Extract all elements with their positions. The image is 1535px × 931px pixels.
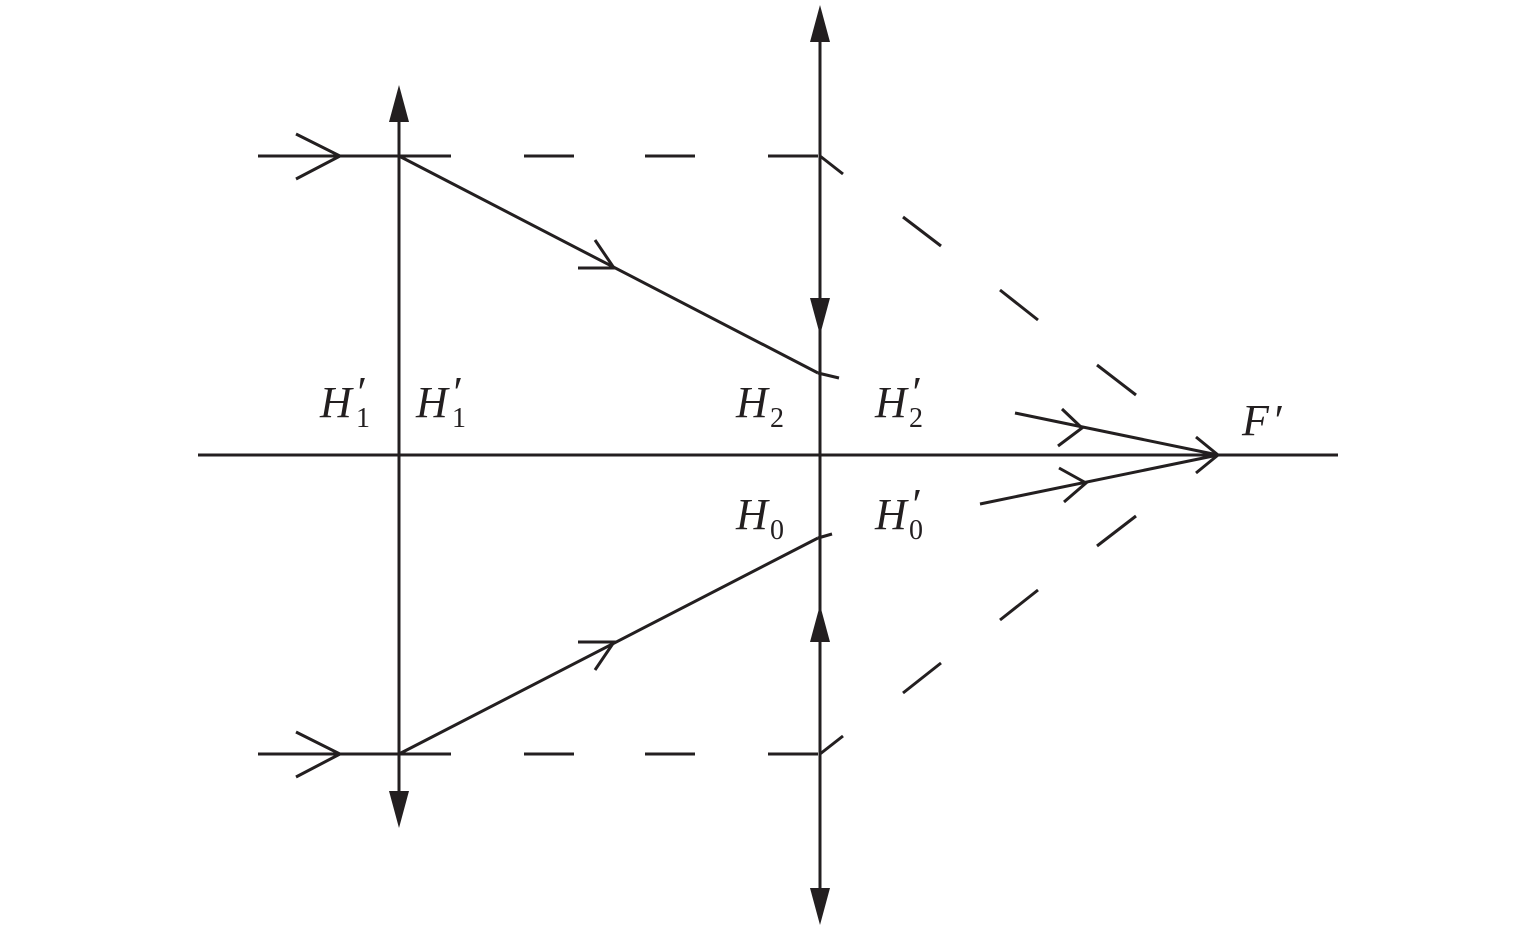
lower-incoming-ray: [258, 730, 451, 779]
upper-incoming-ray: [258, 132, 451, 181]
upper-incoming-chevron: [295, 132, 344, 181]
upper-dashed-path: [524, 154, 1137, 397]
label-h0: H: [735, 490, 770, 539]
lens-2-top-arrow: [810, 5, 830, 42]
lower-final-chevron: [1058, 466, 1089, 504]
label-h0-sub: 0: [770, 515, 784, 546]
upper-final-chevron: [1057, 407, 1085, 448]
lens-2-inner-lower-arrow: [810, 605, 830, 642]
label-h2-prime-sub: 2: [909, 403, 923, 434]
lens-1-bottom-arrow: [389, 791, 409, 828]
lower-refracted-ray: [398, 532, 833, 756]
label-h1-left: H′: [319, 368, 366, 427]
lens-1-top-arrow: [389, 85, 409, 122]
label-h0-prime-sub: 0: [909, 515, 923, 546]
lower-incoming-chevron: [295, 730, 344, 779]
upper-final-ray: [1014, 407, 1219, 457]
label-h2: H: [735, 378, 770, 427]
label-h2-prime: H′: [874, 368, 921, 427]
lower-dashed-path: [524, 514, 1137, 756]
lens-2: [810, 5, 830, 925]
label-h1-left-sub: 1: [356, 403, 370, 434]
lower-refracted-chevron: [578, 640, 617, 671]
focal-point-arrowhead: [1195, 435, 1221, 475]
upper-refracted-ray: [398, 154, 840, 380]
label-h1-right: H′: [415, 368, 462, 427]
label-h0-prime: H′: [874, 480, 921, 539]
label-h2-sub: 2: [770, 403, 784, 434]
lens-2-bottom-arrow: [810, 888, 830, 925]
lens-2-inner-upper-arrow: [810, 298, 830, 335]
label-f-prime: F′: [1241, 396, 1283, 445]
label-h1-right-sub: 1: [452, 403, 466, 434]
lens-1: [389, 85, 409, 828]
lower-final-ray: [979, 453, 1219, 506]
upper-refracted-chevron: [578, 239, 617, 270]
